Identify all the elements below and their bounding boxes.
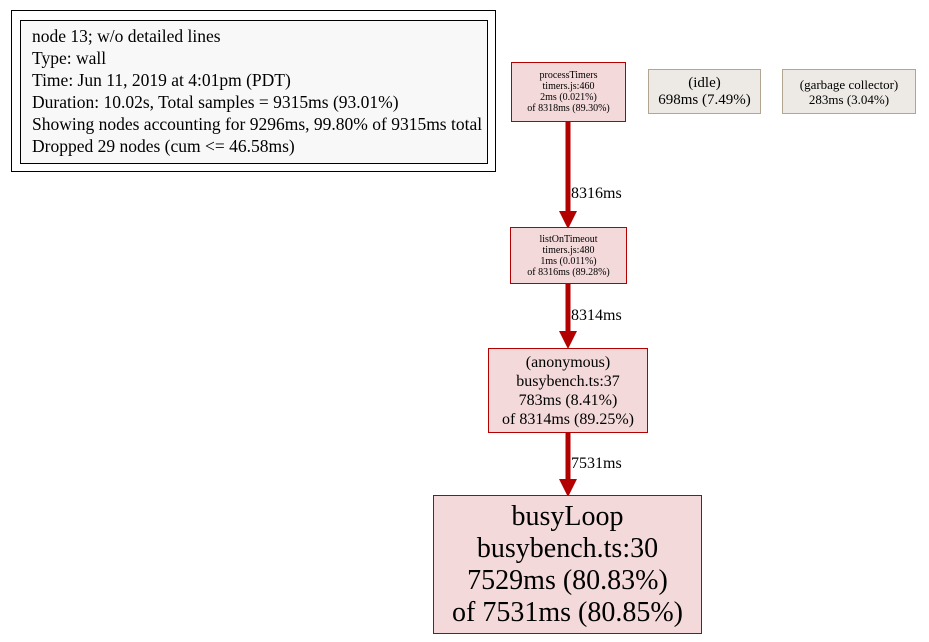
node-cum: of 7531ms (80.85%) bbox=[452, 596, 683, 628]
node-busyloop[interactable]: busyLoop busybench.ts:30 7529ms (80.83%)… bbox=[433, 495, 702, 634]
node-location: busybench.ts:37 bbox=[516, 372, 620, 390]
edge-arrowhead-2 bbox=[559, 331, 577, 349]
legend-line-time: Time: Jun 11, 2019 at 4:01pm (PDT) bbox=[32, 70, 291, 90]
node-location: busybench.ts:30 bbox=[476, 532, 659, 564]
node-flat: 783ms (8.41%) bbox=[518, 391, 618, 409]
node-flat: 698ms (7.49%) bbox=[658, 91, 751, 108]
legend-line-title: node 13; w/o detailed lines bbox=[32, 26, 221, 46]
node-name: (garbage collector) bbox=[799, 76, 899, 92]
edge-arrowhead-3 bbox=[559, 479, 577, 497]
node-garbage-collector[interactable]: (garbage collector) 283ms (3.04%) bbox=[782, 69, 916, 114]
node-processtimers[interactable]: processTimers timers.js:460 2ms (0.021%)… bbox=[511, 62, 626, 122]
node-flat: 2ms (0.021%) bbox=[540, 92, 597, 103]
node-anonymous[interactable]: (anonymous) busybench.ts:37 783ms (8.41%… bbox=[488, 348, 648, 433]
legend-box: node 13; w/o detailed lines Type: wall T… bbox=[20, 20, 488, 164]
node-flat: 7529ms (80.83%) bbox=[467, 564, 668, 596]
legend-line-dropped: Dropped 29 nodes (cum <= 46.58ms) bbox=[32, 136, 295, 156]
edge-label-listontimeout-anonymous: 8314ms bbox=[571, 307, 622, 324]
legend-line-showing: Showing nodes accounting for 9296ms, 99.… bbox=[32, 114, 483, 134]
node-flat: 1ms (0.011%) bbox=[540, 255, 597, 267]
node-name: (idle) bbox=[688, 74, 721, 91]
node-cum: of 8318ms (89.30%) bbox=[527, 103, 610, 114]
node-name: processTimers bbox=[539, 70, 598, 81]
edge-arrowhead-1 bbox=[559, 211, 577, 229]
edge-label-anonymous-busyloop: 7531ms bbox=[571, 455, 622, 472]
node-location: timers.js:460 bbox=[542, 81, 595, 92]
node-idle[interactable]: (idle) 698ms (7.49%) bbox=[648, 69, 761, 114]
node-cum: of 8316ms (89.28%) bbox=[527, 266, 610, 278]
edge-label-processtimers-listontimeout: 8316ms bbox=[571, 185, 622, 202]
node-location: timers.js:480 bbox=[542, 244, 595, 256]
legend-line-duration: Duration: 10.02s, Total samples = 9315ms… bbox=[32, 92, 399, 112]
legend-line-type: Type: wall bbox=[32, 48, 107, 68]
legend-frame bbox=[11, 10, 496, 172]
node-name: (anonymous) bbox=[525, 353, 611, 371]
node-listontimeout[interactable]: listOnTimeout timers.js:480 1ms (0.011%)… bbox=[510, 227, 627, 284]
node-name: busyLoop bbox=[511, 500, 624, 532]
node-flat: 283ms (3.04%) bbox=[808, 91, 890, 107]
node-name: listOnTimeout bbox=[539, 233, 598, 245]
node-cum: of 8314ms (89.25%) bbox=[502, 410, 634, 428]
